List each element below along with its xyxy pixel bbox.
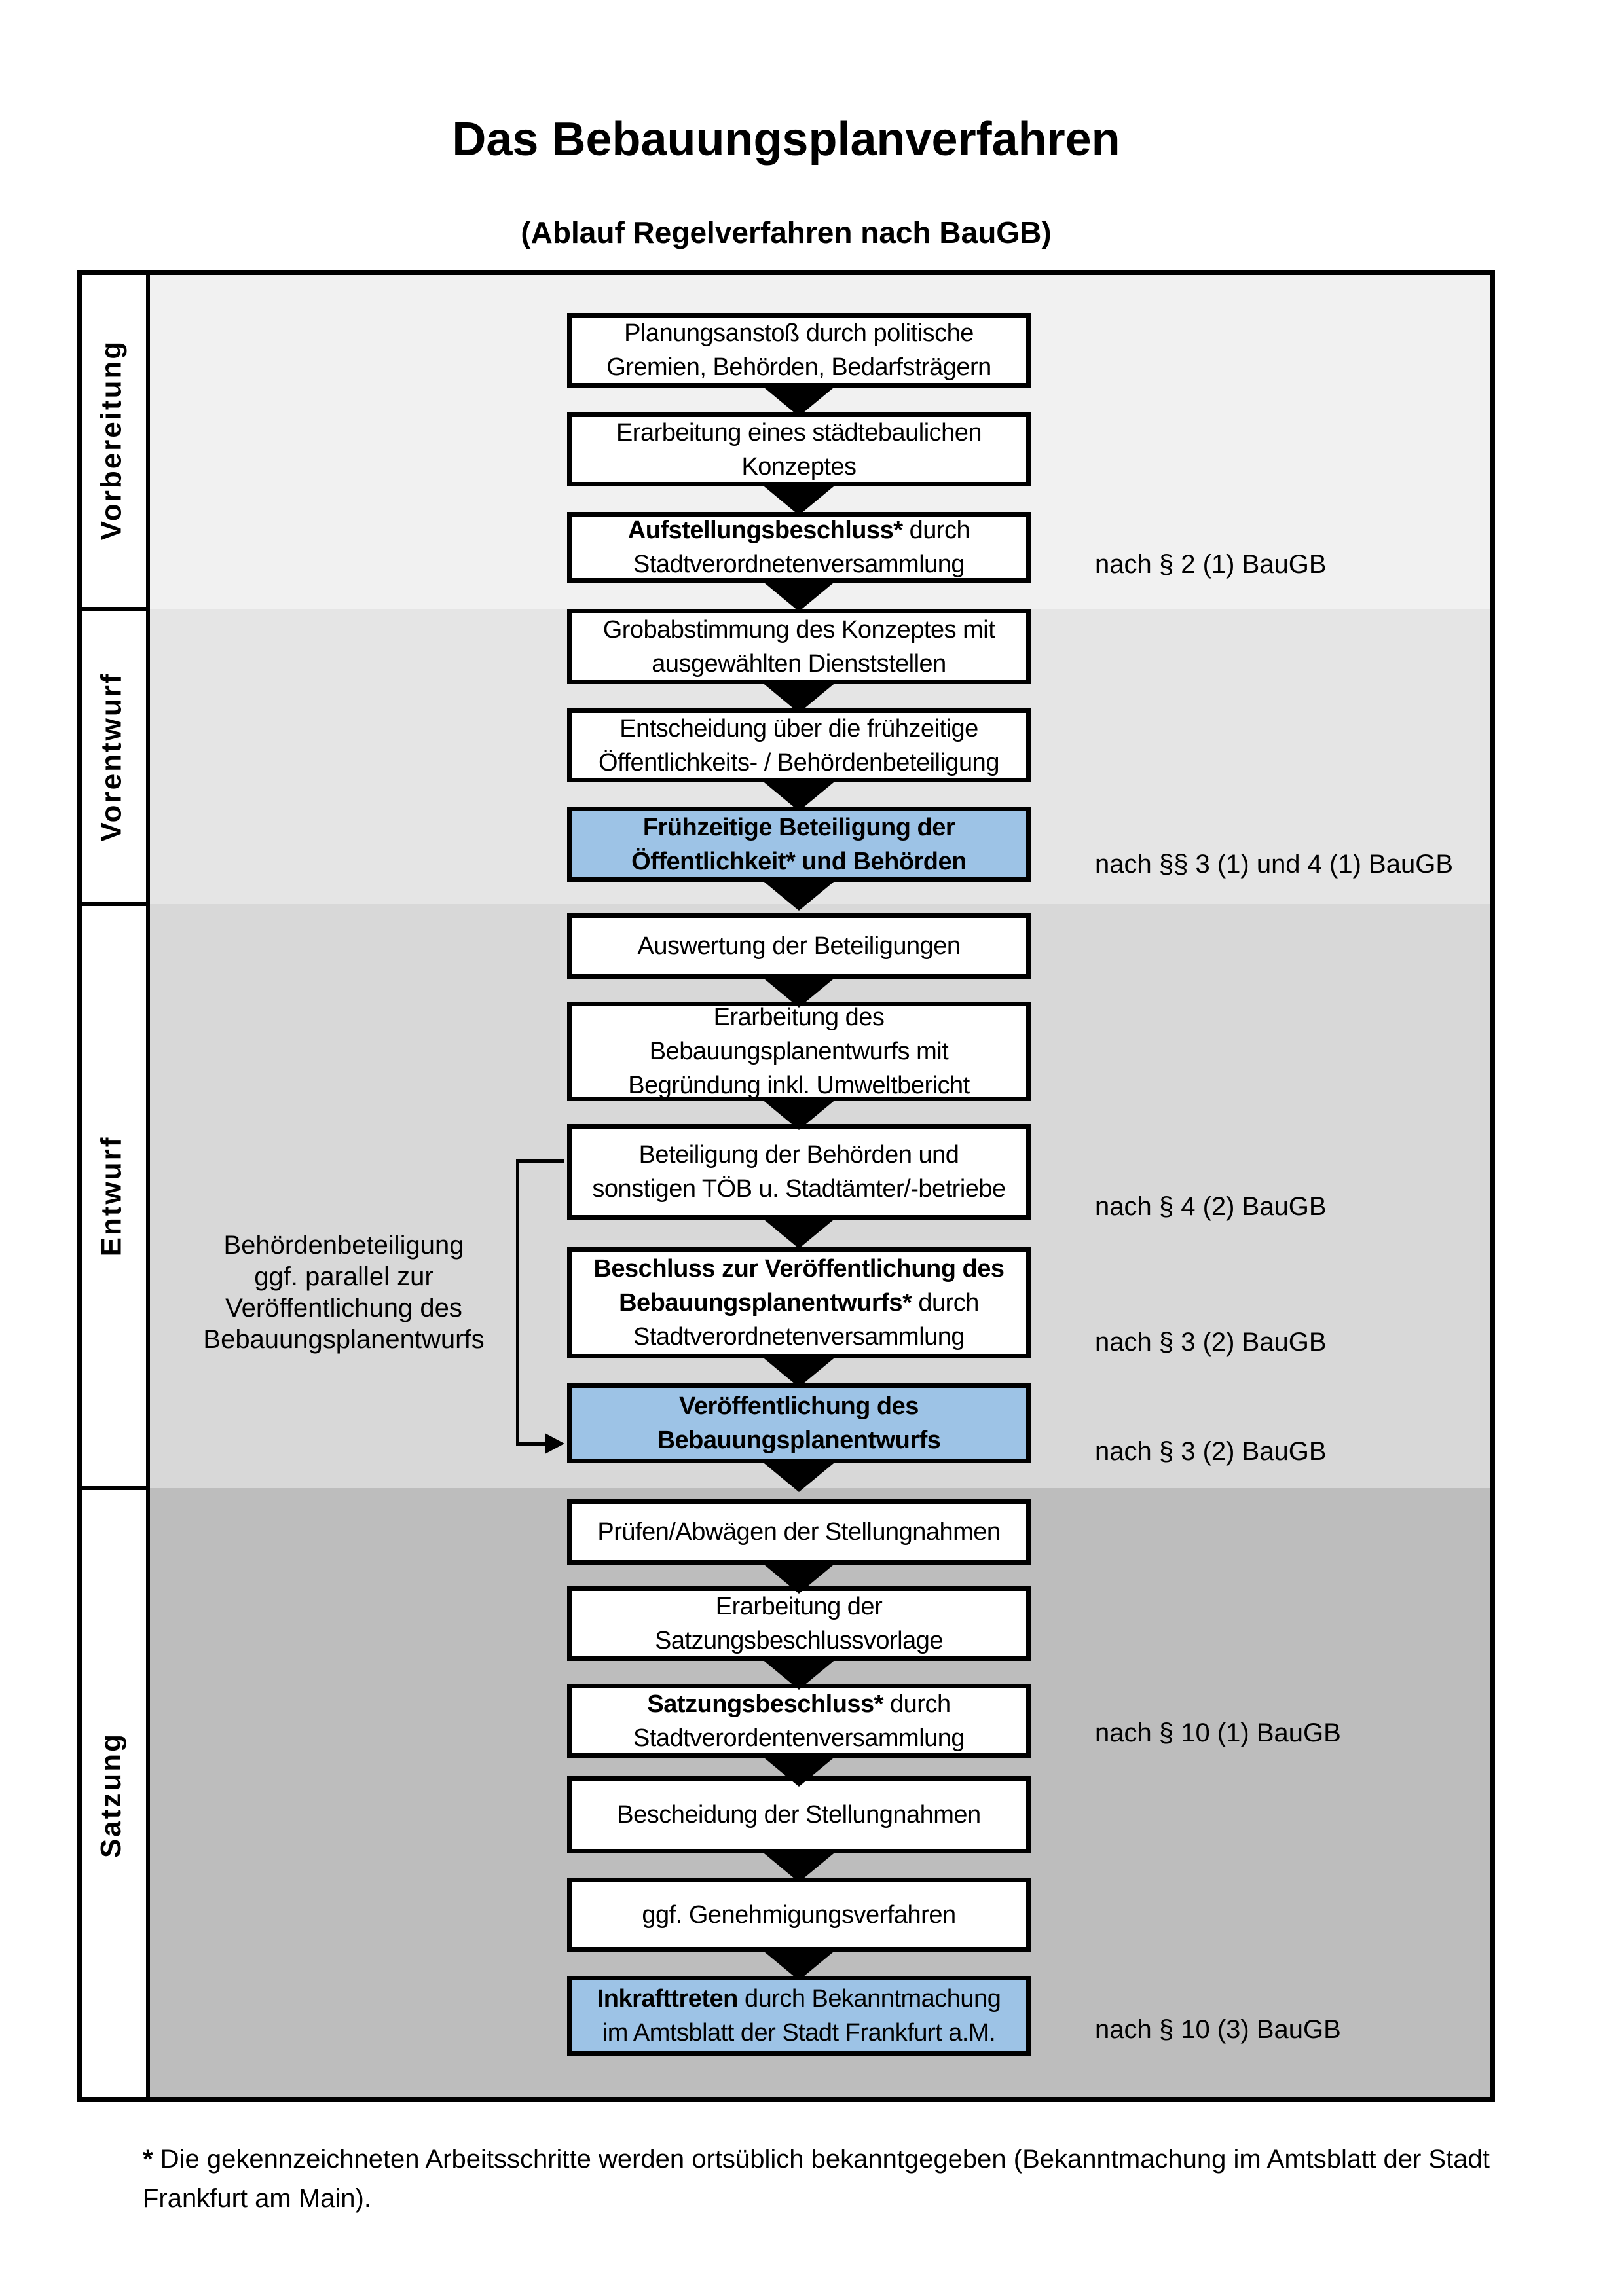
arrow-down-icon bbox=[761, 780, 837, 811]
flow-box-line: Stadtverordentenversammlung bbox=[633, 1724, 965, 1752]
flow-box-line: Satzungsbeschluss* durch bbox=[647, 1690, 951, 1718]
arrow-down-icon bbox=[761, 1099, 837, 1130]
arrow-down-icon bbox=[761, 1217, 837, 1248]
arrow-down-icon bbox=[761, 1851, 837, 1882]
legal-ref: nach § 4 (2) BauGB bbox=[1095, 1192, 1327, 1221]
arrow-down-icon bbox=[761, 1461, 837, 1492]
legal-ref: nach § 3 (2) BauGB bbox=[1095, 1328, 1327, 1357]
legal-ref: nach § 10 (3) BauGB bbox=[1095, 2015, 1341, 2044]
flow-box-line: ggf. Genehmigungsverfahren bbox=[642, 1901, 956, 1929]
bracket-arrowhead-icon bbox=[545, 1433, 564, 1454]
legal-ref: nach §§ 3 (1) und 4 (1) BauGB bbox=[1095, 850, 1453, 879]
phase-cell-divider-1 bbox=[77, 607, 150, 611]
flow-box-line: ausgewählten Dienststellen bbox=[652, 649, 946, 678]
flow-box-line: Bebauungsplanentwurfs* durch bbox=[619, 1289, 979, 1317]
arrow-down-icon bbox=[761, 879, 837, 911]
footnote-line-2: Frankfurt am Main). bbox=[143, 2184, 371, 2213]
legal-ref: nach § 3 (2) BauGB bbox=[1095, 1437, 1327, 1466]
flow-box-line: Inkrafttreten durch Bekanntmachung bbox=[597, 1985, 1001, 2013]
flow-box-line: im Amtsblatt der Stadt Frankfurt a.M. bbox=[602, 2019, 996, 2047]
arrow-down-icon bbox=[761, 1658, 837, 1690]
footnote-asterisk: * bbox=[143, 2145, 153, 2174]
flow-box-line: Satzungsbeschlussvorlage bbox=[654, 1627, 944, 1654]
arrow-down-icon bbox=[761, 1755, 837, 1787]
arrow-down-icon bbox=[761, 976, 837, 1008]
page-subtitle: (Ablauf Regelverfahren nach BauGB) bbox=[521, 215, 1052, 249]
bracket-vertical-line bbox=[516, 1159, 519, 1445]
flow-box-line: Konzeptes bbox=[741, 452, 857, 481]
side-note-line: Veröffentlichung des bbox=[225, 1294, 462, 1322]
bracket-bottom-line bbox=[516, 1442, 549, 1446]
arrow-down-icon bbox=[761, 1356, 837, 1387]
flow-box-auswertung-beteiligungen: Auswertung der Beteiligungen bbox=[567, 913, 1031, 979]
arrow-down-icon bbox=[761, 682, 837, 713]
phase-cell-divider-3 bbox=[77, 1486, 150, 1490]
side-note-line: Behördenbeteiligung bbox=[223, 1231, 464, 1260]
arrow-down-icon bbox=[761, 484, 837, 515]
flow-box-line: Grobabstimmung des Konzeptes mit bbox=[602, 615, 995, 644]
flow-box-beteiligung-behoerden-toeb: Beteiligung der Behörden und sonstigen TÖ… bbox=[567, 1124, 1031, 1220]
flow-box-line: sonstigen TÖB u. Stadtämter/-betriebe bbox=[592, 1175, 1006, 1203]
flow-box-line: Stadtverordnetenversammlung bbox=[633, 1323, 965, 1351]
flow-box-line: Planungsanstoß durch politische bbox=[624, 319, 974, 347]
side-note-line: Bebauungsplanentwurfs bbox=[203, 1325, 485, 1354]
page-title: Das Bebauungsplanverfahren bbox=[452, 113, 1120, 166]
flow-box-line: Erarbeitung des bbox=[713, 1004, 885, 1031]
arrow-down-icon bbox=[761, 385, 837, 416]
flow-box-line: Bebauungsplanentwurfs bbox=[657, 1427, 941, 1454]
flow-box-line: Stadtverordnetenversammlung bbox=[633, 551, 965, 578]
flow-box-line: Öffentlichkeit* und Behörden bbox=[631, 847, 967, 875]
flow-box-line: Auswertung der Beteiligungen bbox=[637, 932, 961, 960]
legal-ref: nach § 2 (1) BauGB bbox=[1095, 550, 1327, 579]
phase-cell-divider-2 bbox=[77, 902, 150, 906]
side-note-behoerdenbeteiligung: Behördenbeteiligung ggf. parallel zur Ve… bbox=[196, 1230, 491, 1355]
flow-box-line: Beschluss zur Veröffentlichung des bbox=[593, 1255, 1005, 1283]
footnote: * Die gekennzeichneten Arbeitsschritte w… bbox=[143, 2140, 1531, 2218]
flow-box-line: Veröffentlichung des bbox=[679, 1393, 919, 1420]
bracket-top-line bbox=[516, 1159, 564, 1163]
arrow-down-icon bbox=[761, 580, 837, 611]
arrow-down-icon bbox=[761, 1949, 837, 1980]
flow-box-line: Bebauungsplanentwurfs mit bbox=[649, 1038, 949, 1065]
flow-box-line: Begründung inkl. Umweltbericht bbox=[628, 1072, 970, 1099]
phase-column-separator bbox=[146, 270, 150, 2102]
flow-box-line: Gremien, Behörden, Bedarfsträgern bbox=[606, 354, 991, 381]
flow-box-line: Bescheidung der Stellungnahmen bbox=[617, 1801, 981, 1829]
diagram-outer-border bbox=[77, 270, 1495, 2102]
legal-ref: nach § 10 (1) BauGB bbox=[1095, 1719, 1341, 1747]
flow-box-line: Erarbeitung der bbox=[715, 1593, 883, 1620]
flow-box-line: Beteiligung der Behörden und bbox=[638, 1141, 959, 1169]
flow-box-line: Öffentlichkeits- / Behördenbeteiligung bbox=[599, 748, 999, 776]
flow-box-line: Entscheidung über die frühzeitige bbox=[619, 714, 978, 742]
flow-box-inkrafttreten: Inkrafttreten durch Bekanntmachung im Amt… bbox=[567, 1976, 1031, 2056]
flow-box-line: Aufstellungsbeschluss* durch bbox=[627, 517, 970, 544]
side-note-line: ggf. parallel zur bbox=[254, 1262, 434, 1291]
flow-box-line: Prüfen/Abwägen der Stellungnahmen bbox=[597, 1518, 1001, 1546]
footnote-line-1: * Die gekennzeichneten Arbeitsschritte w… bbox=[143, 2145, 1490, 2174]
flow-box-line: Frühzeitige Beteiligung der bbox=[642, 813, 955, 841]
arrow-down-icon bbox=[761, 1562, 837, 1594]
flow-box-line: Erarbeitung eines städtebaulichen bbox=[616, 418, 982, 446]
